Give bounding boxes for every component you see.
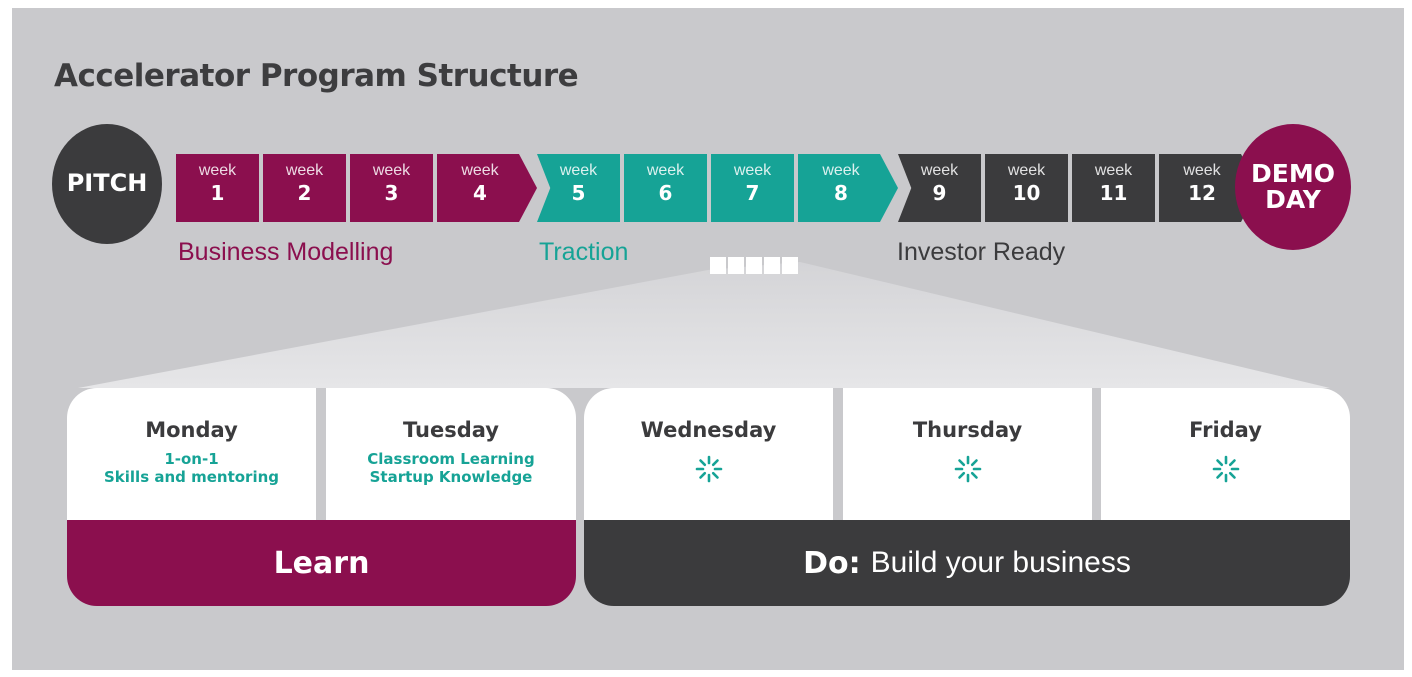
- week-label: week: [646, 162, 685, 179]
- week-number: 10: [1012, 181, 1041, 205]
- do-label: Do:: [803, 545, 861, 581]
- week-number: 2: [297, 181, 312, 205]
- day-marker: [782, 257, 798, 274]
- week-label: week: [559, 162, 598, 179]
- pitch-label: PITCH: [66, 169, 148, 198]
- week-label: week: [198, 162, 237, 179]
- day-info-line: Classroom Learning: [367, 450, 535, 468]
- week-number: 5: [571, 181, 586, 205]
- day-name: Tuesday: [403, 418, 499, 442]
- day-marker: [728, 257, 744, 274]
- week-block: week 1: [176, 154, 259, 222]
- day-card-tuesday: Tuesday Classroom Learning Startup Knowl…: [326, 388, 576, 520]
- day-info: 1-on-1 Skills and mentoring: [67, 450, 316, 486]
- week-block: week 3: [350, 154, 433, 222]
- day-marker: [746, 257, 762, 274]
- do-band: Do: Build your business: [584, 520, 1350, 606]
- day-name: Friday: [1189, 418, 1262, 442]
- day-card-wednesday: Wednesday: [584, 388, 833, 520]
- week-number: 6: [658, 181, 673, 205]
- do-text: Build your business: [870, 546, 1131, 579]
- week-block: week 7: [711, 154, 794, 222]
- week-number: 11: [1099, 181, 1128, 205]
- day-name: Thursday: [912, 418, 1023, 442]
- week-label: week: [1094, 162, 1133, 179]
- week-number: 3: [384, 181, 399, 205]
- week-label: week: [920, 162, 959, 179]
- pitch-circle: PITCH: [52, 124, 162, 244]
- week-number: 8: [834, 181, 848, 205]
- week-number: 9: [932, 181, 947, 205]
- week-block: week 5: [537, 154, 620, 222]
- loading-spinner-icon: [695, 455, 722, 483]
- week-block: week 2: [263, 154, 346, 222]
- learn-band: Learn: [67, 520, 576, 606]
- day-name: Monday: [145, 418, 238, 442]
- week-block: week 9: [898, 154, 981, 222]
- loading-spinner-icon: [1212, 455, 1239, 483]
- week-label: week: [461, 162, 499, 179]
- phase-traction: Traction: [539, 238, 629, 266]
- week-block: week 10: [985, 154, 1068, 222]
- week-label: week: [285, 162, 324, 179]
- demo-day-circle: DEMO DAY: [1235, 124, 1351, 250]
- week-label: week: [1007, 162, 1046, 179]
- day-marker: [764, 257, 780, 274]
- week-number: 1: [210, 181, 225, 205]
- day-card-friday: Friday: [1101, 388, 1350, 520]
- day-name: Wednesday: [640, 418, 777, 442]
- demo-label: DEMO: [1251, 158, 1335, 188]
- day-label: DAY: [1265, 185, 1321, 214]
- week-number: 12: [1188, 181, 1216, 205]
- day-info-line: 1-on-1: [164, 450, 219, 468]
- week-block: week 8: [798, 154, 898, 222]
- phase-investor-ready: Investor Ready: [897, 238, 1066, 266]
- week-number: 4: [473, 181, 487, 205]
- day-marker: [710, 257, 726, 274]
- page-title: Accelerator Program Structure: [54, 58, 579, 94]
- loading-spinner-icon: [954, 455, 981, 483]
- day-info-line: Startup Knowledge: [369, 468, 533, 486]
- day-info-line: Skills and mentoring: [103, 468, 280, 486]
- week-label: week: [1183, 162, 1221, 179]
- week-number: 7: [745, 181, 760, 205]
- week-block: week 6: [624, 154, 707, 222]
- day-card-monday: Monday 1-on-1 Skills and mentoring: [67, 388, 316, 520]
- week-label: week: [372, 162, 411, 179]
- week-block: week 11: [1072, 154, 1155, 222]
- day-info: Classroom Learning Startup Knowledge: [326, 450, 576, 486]
- learn-label: Learn: [273, 545, 370, 581]
- week-label: week: [733, 162, 772, 179]
- week-block: week 4: [437, 154, 537, 222]
- week-label: week: [822, 162, 860, 179]
- phase-business-modelling: Business Modelling: [178, 238, 394, 266]
- day-card-thursday: Thursday: [843, 388, 1092, 520]
